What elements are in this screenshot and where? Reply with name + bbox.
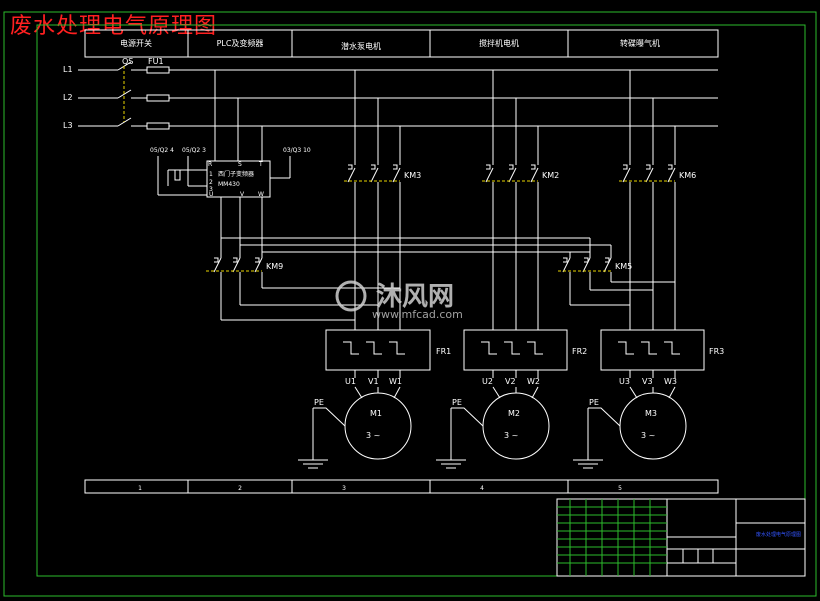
watermark-brand: 沐风网 <box>376 282 454 312</box>
title-block-drawing-name: 废水处理电气原理图 <box>756 531 801 538</box>
motor1-term-u: U1 <box>345 377 356 386</box>
motor-label-m3: M3 <box>645 409 657 418</box>
terminal-r: R <box>208 161 212 168</box>
header-cell-pump: 潜水泵电机 <box>341 41 381 51</box>
footer-cell-4: 4 <box>480 485 484 492</box>
terminal-2: 2 <box>209 179 213 186</box>
footer-cell-2: 2 <box>238 485 242 492</box>
motor-m2 <box>482 392 550 460</box>
header-table: 电源开关 PLC及变频器 潜水泵电机 搅拌机电机 转碟曝气机 <box>84 29 719 58</box>
relay-label-fr1: FR1 <box>436 347 451 356</box>
plc-point-2: 05/Q2 3 <box>182 147 206 154</box>
outer-frame <box>3 11 817 597</box>
inverter-model: MM430 <box>218 181 240 188</box>
contactor-label-km5: KM5 <box>615 262 632 271</box>
header-cell-mixer: 搅拌机电机 <box>479 38 519 48</box>
motor-label-m1: M1 <box>370 409 382 418</box>
terminal-t: T <box>258 161 263 168</box>
relay-label-fr3: FR3 <box>709 347 724 356</box>
plc-point-1: 05/Q2 4 <box>150 147 174 154</box>
relay-fr1 <box>325 329 431 371</box>
header-cell-plc: PLC及变频器 <box>217 38 264 48</box>
motor2-term-u: U2 <box>482 377 493 386</box>
footer-cell-1: 1 <box>138 485 142 492</box>
terminal-u: U <box>209 191 213 198</box>
terminal-3: 3 <box>209 186 213 193</box>
footer-cell-3: 3 <box>342 485 346 492</box>
line-label-l1: L1 <box>63 65 73 74</box>
terminal-w: W <box>258 191 264 198</box>
footer-table: 1 2 3 4 5 <box>84 479 719 494</box>
drawing-title: 废水处理电气原理图 <box>10 14 218 39</box>
terminal-s: S <box>238 161 242 168</box>
motor1-term-w: W1 <box>389 377 402 386</box>
motor-label-m2: M2 <box>508 409 520 418</box>
motor-m1 <box>344 392 412 460</box>
watermark-url: www.mfcad.com <box>372 308 463 321</box>
motor-m3 <box>619 392 687 460</box>
branch-2: KM2 FR2 U2 V2 W2 M2 3 ~ PE <box>436 70 587 469</box>
pe-label-2: PE <box>452 398 462 407</box>
header-cell-power: 电源开关 <box>120 38 152 48</box>
title-block: 废水处理电气原理图 <box>556 498 806 577</box>
motor-phase-m2: 3 ~ <box>504 431 518 440</box>
inverter-name: 西门子变频器 <box>218 170 254 178</box>
vfd-distribution: KM5 <box>221 237 675 321</box>
relay-fr3 <box>600 329 705 371</box>
pe-label-3: PE <box>589 398 599 407</box>
motor2-term-v: V2 <box>505 377 516 386</box>
motor1-term-v: V1 <box>368 377 379 386</box>
contactor-label-km6: KM6 <box>679 171 696 180</box>
header-cell-aerator: 转碟曝气机 <box>620 38 660 48</box>
contactor-label-km3: KM3 <box>404 171 421 180</box>
relay-fr2 <box>463 329 568 371</box>
plc-point-3: 03/Q3 10 <box>283 147 311 154</box>
motor-phase-m3: 3 ~ <box>641 431 655 440</box>
power-bus: L1 L2 L3 QS FU1 <box>63 57 718 130</box>
line-label-l3: L3 <box>63 121 73 130</box>
terminal-v: V <box>240 191 245 198</box>
switch-label-qs: QS <box>122 57 133 66</box>
branch-1: KM3 FR1 U1 V1 W1 M1 3 ~ PE <box>298 70 451 469</box>
watermark-logo-icon <box>335 280 367 312</box>
motor2-term-w: W2 <box>527 377 540 386</box>
relay-label-fr2: FR2 <box>572 347 587 356</box>
motor-phase-m1: 3 ~ <box>366 431 380 440</box>
line-label-l2: L2 <box>63 93 73 102</box>
watermark: 沐风网 www.mfcad.com <box>335 280 463 321</box>
terminal-1: 1 <box>209 171 213 178</box>
fuse-label-fu1: FU1 <box>148 57 164 66</box>
pe-label-1: PE <box>314 398 324 407</box>
footer-cell-5: 5 <box>618 485 622 492</box>
contactor-label-km9: KM9 <box>266 262 283 271</box>
motor3-term-v: V3 <box>642 377 653 386</box>
contactor-label-km2: KM2 <box>542 171 559 180</box>
inverter-block: 西门子变频器 MM430 R S T 1 2 3 U V W 05/Q2 4 0… <box>150 70 311 258</box>
motor3-term-u: U3 <box>619 377 630 386</box>
inner-frame <box>36 24 806 577</box>
branch-3: KM6 FR3 U3 V3 W3 M3 3 ~ PE <box>573 70 724 469</box>
motor3-term-w: W3 <box>664 377 677 386</box>
contactor-km9: KM9 <box>206 257 283 320</box>
